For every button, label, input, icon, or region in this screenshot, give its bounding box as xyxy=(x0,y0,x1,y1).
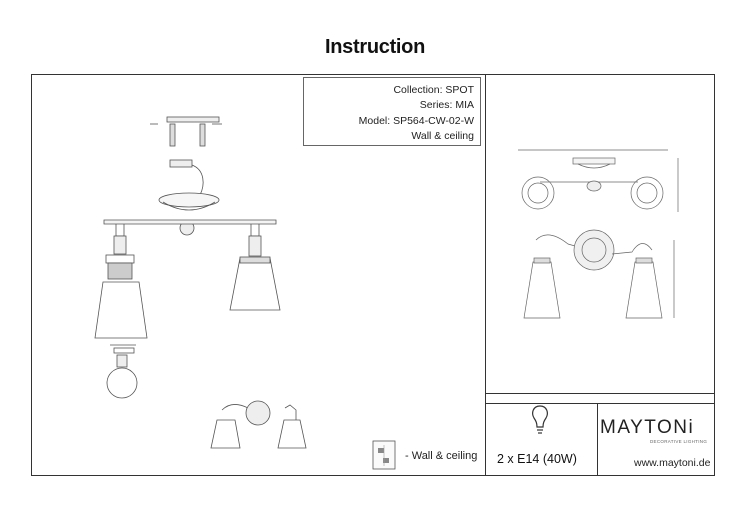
page-title: Instruction xyxy=(324,36,426,58)
series-text: Series: MIA xyxy=(419,99,474,111)
divider-horizontal-2 xyxy=(485,403,715,404)
mount-text: Wall & ceiling xyxy=(411,130,474,142)
brand-tagline: DECORATIVE LIGHTING xyxy=(650,439,708,444)
info-box: Collection: SPOT Series: MIA Model: SP56… xyxy=(303,77,481,146)
model-text: Model: SP564-CW-02-W xyxy=(358,115,474,127)
brand-url: www.maytoni.de xyxy=(634,457,711,469)
mount-legend: - Wall & ceiling xyxy=(405,450,478,462)
divider-horizontal-1 xyxy=(485,393,715,394)
drawing-frame xyxy=(31,74,715,476)
collection-text: Collection: SPOT xyxy=(393,84,474,96)
lamp-spec: 2 x E14 (40W) xyxy=(497,452,577,466)
brand-logo: MAYTONi xyxy=(600,417,695,438)
bulb-icon xyxy=(532,405,548,434)
wall-ceiling-icon xyxy=(372,440,396,470)
divider-vertical-2 xyxy=(597,403,598,476)
divider-vertical xyxy=(485,74,486,476)
